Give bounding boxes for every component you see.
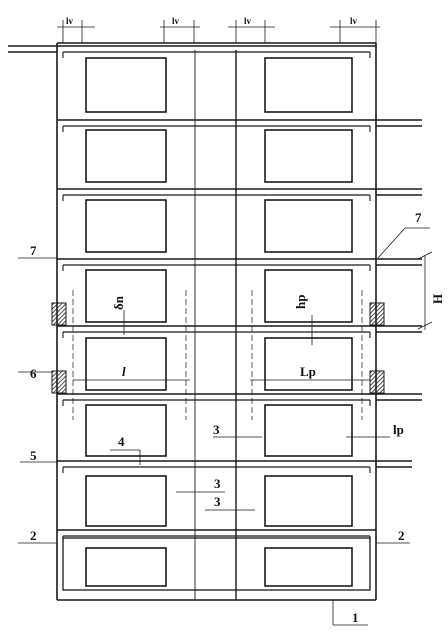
- dim-Lp: Lp: [300, 364, 316, 379]
- window-right: [264, 129, 353, 183]
- floor-slabs: [57, 45, 376, 542]
- window-openings: [62, 57, 371, 591]
- basement-window-right: [264, 547, 353, 587]
- dimension-lines: [18, 20, 433, 626]
- window-right: [264, 337, 353, 391]
- dim-lp: lp: [393, 422, 404, 437]
- window-left: [85, 199, 167, 253]
- window-right: [264, 57, 353, 113]
- window-right: [264, 269, 353, 323]
- slab-projections: [8, 45, 422, 468]
- callout-3b: 3: [214, 476, 221, 491]
- window-right: [264, 404, 353, 457]
- window-left: [85, 404, 167, 457]
- window-right: [264, 475, 353, 527]
- dim-H: H: [430, 294, 445, 304]
- callout-5: 5: [30, 448, 37, 463]
- basement-window-left: [85, 547, 167, 587]
- window-left: [85, 269, 167, 323]
- dim-hp: hp: [293, 295, 308, 309]
- hatched-pads: [51, 302, 385, 394]
- dim-top-2: lv: [172, 16, 180, 26]
- callout-2-right: 2: [398, 528, 405, 543]
- dim-top-3: lv: [244, 16, 252, 26]
- callout-3c: 3: [214, 494, 221, 509]
- callout-1: 1: [352, 610, 359, 625]
- callout-3a: 3: [213, 422, 220, 437]
- dim-top-4: lv: [350, 16, 358, 26]
- window-left: [85, 57, 167, 113]
- callout-7-right: 7: [415, 210, 422, 225]
- dim-top-1: lv: [66, 16, 74, 26]
- basement-band: [62, 537, 371, 591]
- window-left: [85, 337, 167, 391]
- building-frame: [56, 42, 377, 601]
- callout-2-left: 2: [30, 528, 37, 543]
- callout-7-left: 7: [30, 243, 37, 258]
- callout-6: 6: [30, 366, 37, 381]
- window-right: [264, 199, 353, 253]
- dim-l: l: [122, 364, 126, 379]
- dim-delta-n: δn: [111, 295, 126, 310]
- window-left: [85, 475, 167, 527]
- labels: lv lv lv lv 7 7 6 5 4 3 3 3 2 2 1 l Lp l…: [30, 16, 445, 625]
- window-left: [85, 129, 167, 183]
- callout-4: 4: [118, 434, 125, 449]
